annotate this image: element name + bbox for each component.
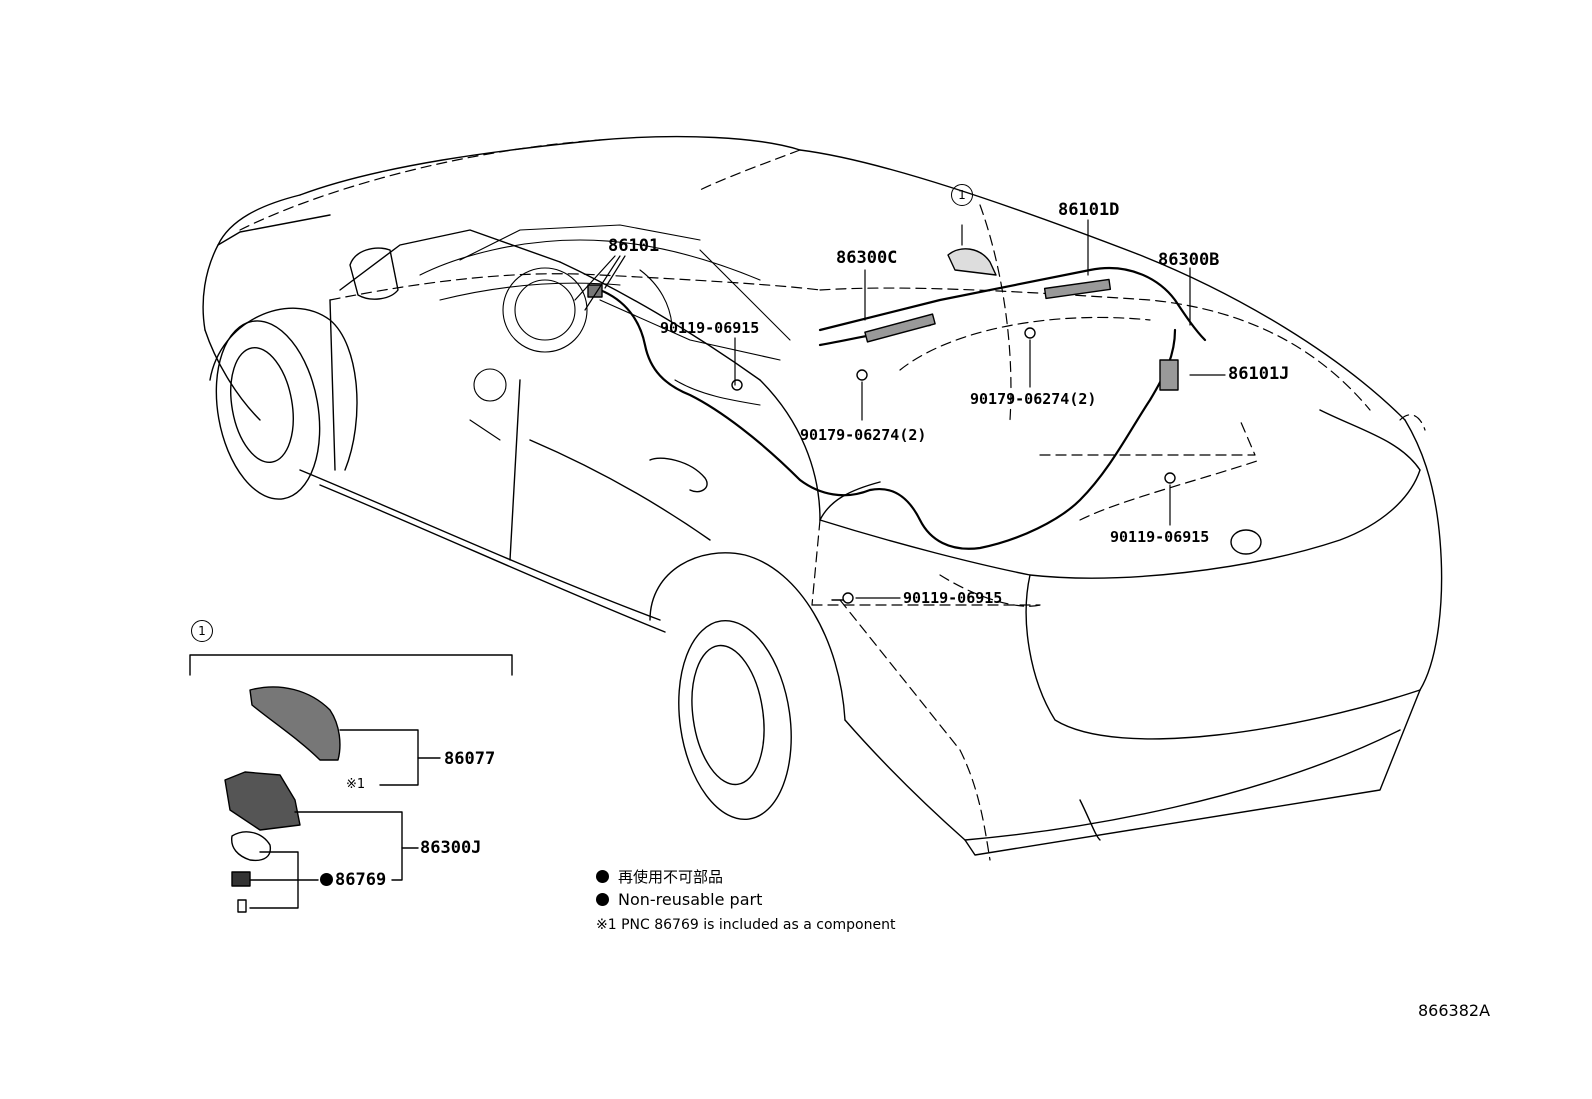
detail-marker: 1 <box>191 620 213 642</box>
label-86300B: 86300B <box>1158 250 1220 270</box>
note-ref-1: ※1 <box>346 777 366 792</box>
detail-inset <box>189 654 513 913</box>
amplifier-86300B-shape <box>1043 278 1112 300</box>
label-90119-06915-quarter: 90119-06915 <box>903 589 1003 607</box>
amplifier-86300C-shape <box>864 313 936 343</box>
label-86769-text: 86769 <box>335 870 387 890</box>
part-86300J-shape <box>224 771 301 831</box>
leader-lines <box>574 219 1226 599</box>
label-86101D: 86101D <box>1058 200 1120 220</box>
legend-jp: 再使用不可部品 <box>596 866 723 887</box>
legend-dot-icon-en <box>596 893 609 906</box>
legend-dot-icon-jp <box>596 870 609 883</box>
connector-86101J-shape <box>1159 359 1179 391</box>
clip-shapes <box>731 327 1176 604</box>
label-86769: 86769 <box>320 870 386 890</box>
label-86101J: 86101J <box>1228 364 1290 384</box>
roof-antenna-fin <box>947 248 997 276</box>
label-90119-06915-trunk: 90119-06915 <box>1110 528 1210 546</box>
gasket-shape <box>231 831 272 862</box>
label-86300C: 86300C <box>836 248 898 268</box>
interior-detail <box>419 224 791 441</box>
label-86101: 86101 <box>608 236 660 256</box>
legend-en: Non-reusable part <box>596 890 762 909</box>
part-86769-shape <box>231 871 251 887</box>
label-90119-06915-interior: 90119-06915 <box>660 319 760 337</box>
legend-footnote: ※1 PNC 86769 is included as a component <box>596 917 896 933</box>
label-86077: 86077 <box>444 749 496 769</box>
callout-marker-roof: 1 <box>951 184 973 206</box>
non-reusable-dot-icon <box>320 873 333 886</box>
label-86300J: 86300J <box>420 838 482 858</box>
car-body-outline <box>202 135 1443 856</box>
legend-en-text: Non-reusable part <box>618 890 763 909</box>
screw-shape <box>237 899 247 913</box>
part-86077-shape <box>249 686 341 761</box>
diagram-reference: 866382A <box>1418 1001 1491 1020</box>
label-90179-06274-right: 90179-06274(2) <box>970 390 1097 408</box>
antenna-cable <box>598 266 1207 550</box>
connector-86101-shape <box>587 284 603 298</box>
label-90179-06274-left: 90179-06274(2) <box>800 426 927 444</box>
legend-jp-text: 再使用不可部品 <box>618 868 724 886</box>
